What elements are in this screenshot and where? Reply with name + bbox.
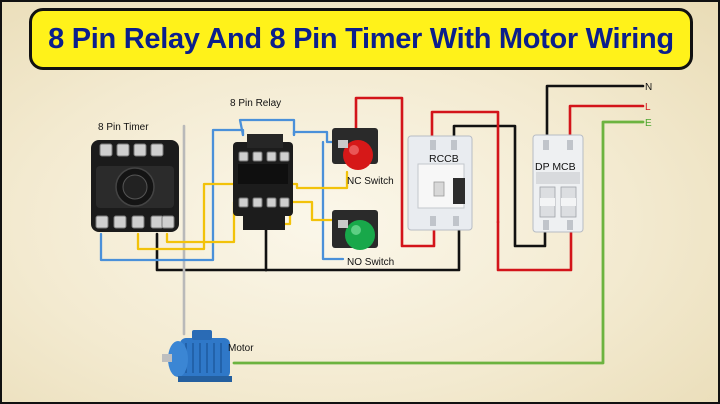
earth-wire xyxy=(232,120,645,365)
control-wire-blue-4 xyxy=(321,140,345,261)
neutral-wire xyxy=(545,84,645,137)
live-wire-rccb-out xyxy=(354,96,436,248)
timer-top-terminals xyxy=(99,143,164,157)
rccb xyxy=(407,135,473,231)
nc-switch-label: NC Switch xyxy=(347,176,394,187)
no-switch[interactable] xyxy=(332,210,378,250)
live-label: L xyxy=(645,102,651,113)
control-wire-blue-2 xyxy=(238,118,296,137)
live-wire-mcb-to-rccb xyxy=(496,220,573,272)
dp-mcb xyxy=(532,134,584,233)
neutral-label: N xyxy=(645,82,652,93)
neutral-wire-mcb-to-rccb xyxy=(452,124,547,248)
neutral-wire-to-timer xyxy=(155,232,268,272)
live-wire xyxy=(568,104,645,137)
rccb-label: RCCB xyxy=(429,153,459,165)
relay-base xyxy=(233,134,293,230)
nc-switch[interactable] xyxy=(332,128,378,170)
relay-label: 8 Pin Relay xyxy=(230,98,281,109)
timer-bottom-terminals xyxy=(95,215,175,229)
live-wire-rccb-feed xyxy=(430,110,500,224)
timer-base xyxy=(91,140,179,232)
motor-label: Motor xyxy=(228,343,254,354)
earth-label: E xyxy=(645,118,652,129)
page-title: 8 Pin Relay And 8 Pin Timer With Motor W… xyxy=(48,22,674,55)
timer-label: 8 Pin Timer xyxy=(98,122,149,133)
motor xyxy=(162,330,232,382)
relay-terminals xyxy=(238,151,290,208)
no-switch-label: NO Switch xyxy=(347,257,394,268)
dp-mcb-label: DP MCB xyxy=(535,161,576,173)
neutral-wire-rccb-out xyxy=(264,228,461,272)
title-banner: 8 Pin Relay And 8 Pin Timer With Motor W… xyxy=(29,8,693,70)
